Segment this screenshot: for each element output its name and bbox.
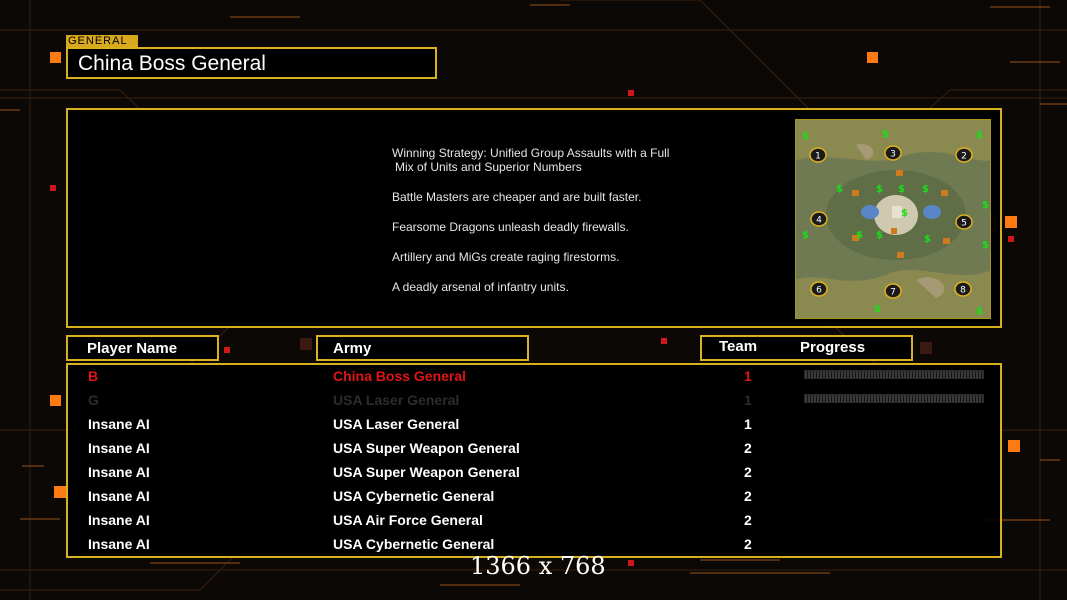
start-position-number: 2 (961, 152, 967, 162)
table-row[interactable]: Insane AI USA Air Force General 2 (68, 508, 1004, 532)
supply-dock-icon: $ (982, 240, 989, 251)
strategy-description: Winning Strategy: Unified Group Assaults… (392, 146, 712, 310)
strategy-line: Fearsome Dragons unleash deadly firewall… (392, 220, 629, 234)
column-header-army[interactable]: Army (316, 335, 529, 361)
team-cell: 2 (744, 536, 752, 552)
team-cell: 2 (744, 512, 752, 528)
start-position-number: 1 (815, 152, 821, 162)
team-cell: 1 (744, 368, 752, 384)
table-row[interactable]: Insane AI USA Laser General 1 (68, 412, 1004, 436)
player-name-cell: Insane AI (88, 488, 150, 504)
team-cell: 1 (744, 392, 752, 408)
supply-dock-icon: $ (876, 230, 883, 241)
army-cell: USA Laser General (333, 416, 460, 432)
supply-dock-icon: $ (876, 184, 883, 195)
player-name-cell: Insane AI (88, 536, 150, 552)
general-category-tag: GENERAL (66, 35, 138, 48)
team-cell: 2 (744, 488, 752, 504)
supply-dock-icon: $ (802, 230, 809, 241)
army-cell: USA Super Weapon General (333, 440, 520, 456)
supply-dock-icon: $ (856, 230, 863, 241)
army-cell: China Boss General (333, 368, 467, 384)
table-row[interactable]: G USA Laser General 1 (68, 388, 1004, 412)
supply-dock-icon: $ (922, 184, 929, 195)
table-row[interactable]: Insane AI USA Super Weapon General 2 (68, 436, 1004, 460)
supply-dock-icon: $ (882, 129, 889, 140)
player-name-cell: B (88, 368, 99, 384)
start-position-marker: 3 (884, 145, 902, 161)
strategy-line: Artillery and MiGs create raging firesto… (392, 250, 620, 264)
table-row[interactable]: Insane AI USA Cybernetic General 2 (68, 532, 1004, 556)
strategy-line: Battle Masters are cheaper and are built… (392, 190, 642, 204)
start-position-marker: 5 (955, 214, 973, 230)
player-name-cell: Insane AI (88, 416, 150, 432)
column-header-player-name[interactable]: Player Name (66, 335, 219, 361)
start-position-marker: 2 (955, 147, 973, 163)
map-preview: $ $ $ $ $ $ $ $ $ $ $ $ $ $ $ $ 1 2 3 4 5 6 7 8 (795, 119, 991, 319)
progress-header-label: Progress (800, 339, 866, 356)
army-cell: USA Cybernetic General (333, 488, 495, 504)
strategy-line: Mix of Units and Superior Numbers (395, 160, 582, 174)
player-name-cell: Insane AI (88, 512, 150, 528)
general-title-panel: China Boss General (66, 47, 437, 79)
start-position-number: 4 (816, 216, 822, 226)
start-position-number: 8 (960, 286, 966, 296)
player-name-cell: G (88, 392, 99, 408)
start-position-marker: 6 (810, 281, 828, 297)
team-cell: 2 (744, 440, 752, 456)
start-position-number: 5 (961, 219, 967, 229)
strategy-line: Winning Strategy: Unified Group Assaults… (392, 146, 670, 160)
team-cell: 2 (744, 464, 752, 480)
supply-dock-icon: $ (976, 130, 983, 141)
loading-progress-bar (804, 370, 984, 379)
start-position-marker: 4 (810, 211, 828, 227)
start-position-marker: 7 (884, 283, 902, 299)
table-row[interactable]: Insane AI USA Super Weapon General 2 (68, 460, 1004, 484)
supply-dock-icon: $ (898, 184, 905, 195)
army-cell: USA Laser General (333, 392, 460, 408)
player-name-cell: Insane AI (88, 464, 150, 480)
supply-dock-icon: $ (976, 306, 983, 317)
supply-dock-icon: $ (836, 184, 843, 195)
supply-dock-icon: $ (982, 200, 989, 211)
supply-dock-icon: $ (802, 131, 809, 142)
start-position-number: 3 (890, 150, 896, 160)
page-title: China Boss General (78, 52, 266, 75)
map-terrain: $ $ $ $ $ $ $ $ $ $ $ $ $ $ $ $ 1 2 3 4 5 6 7 8 (796, 120, 990, 318)
resolution-label: 1366 x 768 (470, 552, 606, 580)
start-position-number: 6 (816, 286, 822, 296)
player-name-cell: Insane AI (88, 440, 150, 456)
start-position-marker: 8 (954, 281, 972, 297)
table-row[interactable]: Insane AI USA Cybernetic General 2 (68, 484, 1004, 508)
army-cell: USA Air Force General (333, 512, 483, 528)
start-position-number: 7 (890, 288, 896, 298)
army-cell: USA Cybernetic General (333, 536, 495, 552)
team-cell: 1 (744, 416, 752, 432)
supply-dock-icon: $ (874, 304, 881, 315)
supply-dock-icon: $ (901, 208, 908, 219)
player-name-header-label: Player Name (87, 340, 178, 357)
loading-progress-bar (804, 394, 984, 403)
strategy-line: A deadly arsenal of infantry units. (392, 280, 569, 294)
team-header-label: Team (719, 338, 758, 355)
table-row[interactable]: B China Boss General 1 (68, 364, 1004, 388)
column-header-team-progress[interactable]: Team Progress (700, 335, 913, 361)
start-position-marker: 1 (809, 147, 827, 163)
army-cell: USA Super Weapon General (333, 464, 520, 480)
supply-dock-icon: $ (924, 234, 931, 245)
army-header-label: Army (333, 340, 372, 357)
